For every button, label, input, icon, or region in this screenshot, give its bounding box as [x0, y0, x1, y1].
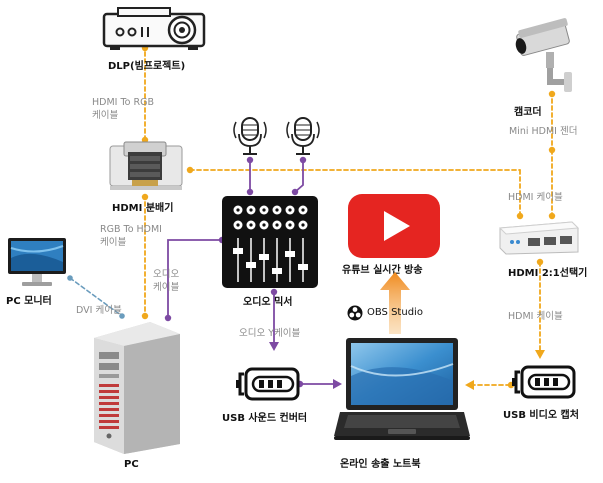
arrow-laptop-video	[465, 380, 474, 390]
usb-sound-icon	[236, 367, 300, 401]
dot	[536, 258, 544, 266]
arrow-laptop-audio	[333, 379, 342, 389]
youtube-icon	[348, 194, 440, 258]
upload-arrow	[380, 272, 410, 334]
label-hdmi-splitter: HDMI 분배기	[112, 203, 174, 214]
splitter-icon	[109, 141, 183, 190]
label-hdmi-switch: HDMI 2:1선택기	[508, 268, 588, 279]
dot	[186, 166, 194, 174]
dot	[516, 212, 524, 220]
label-usb-capture: USB 비디오 캡처	[503, 410, 579, 421]
microphone-icon	[286, 117, 320, 155]
switch-icon	[498, 221, 580, 255]
label-pc: PC	[124, 459, 139, 470]
dot	[141, 193, 149, 201]
monitor-icon	[8, 238, 66, 286]
label-usb-sound: USB 사운드 컨버터	[222, 413, 308, 424]
dot	[119, 313, 125, 319]
line-mixer-pc	[167, 239, 223, 319]
dot	[246, 188, 254, 196]
dot	[164, 314, 172, 322]
label-camcorder: 캠코더	[514, 107, 542, 118]
cable-label-audio-y: 오디오 Y케이블	[239, 328, 301, 339]
cable-label-hdmi-right: HDMI 케이블	[508, 192, 563, 203]
mixer-icon	[222, 196, 318, 288]
label-obs: OBS Studio	[367, 307, 423, 318]
arrow-capture	[535, 350, 545, 359]
dot	[141, 312, 149, 320]
dot	[291, 188, 299, 196]
label-laptop: 온라인 송출 노트북	[340, 459, 421, 470]
line-monitor-pc	[69, 277, 123, 317]
projector-icon	[102, 7, 206, 50]
label-pc-monitor: PC 모니터	[6, 296, 52, 307]
line-mic2-mixer	[294, 159, 304, 193]
cable-label-hdmi-lower: HDMI 케이블	[508, 311, 563, 322]
cable-label-mini-hdmi: Mini HDMI 젠더	[509, 126, 578, 137]
dot	[548, 212, 556, 220]
dot	[299, 156, 307, 164]
label-dlp: DLP(빔프로젝트)	[108, 61, 186, 72]
dot	[246, 156, 254, 164]
usb-capture-icon	[512, 365, 576, 399]
label-audio-mixer: 오디오 믹서	[243, 297, 293, 308]
cable-label-dvi: DVI 케이블	[76, 305, 122, 316]
pc-tower-icon	[94, 322, 180, 454]
arrow-usbsound	[269, 342, 279, 351]
camera-icon	[515, 18, 572, 92]
dot	[548, 146, 556, 154]
dot	[67, 275, 73, 281]
dot	[548, 90, 556, 98]
microphone-icon	[233, 117, 267, 155]
laptop-icon	[334, 338, 470, 440]
dot	[270, 288, 278, 296]
obs-icon	[347, 305, 363, 321]
label-youtube: 유튜브 실시간 방송	[342, 265, 423, 276]
